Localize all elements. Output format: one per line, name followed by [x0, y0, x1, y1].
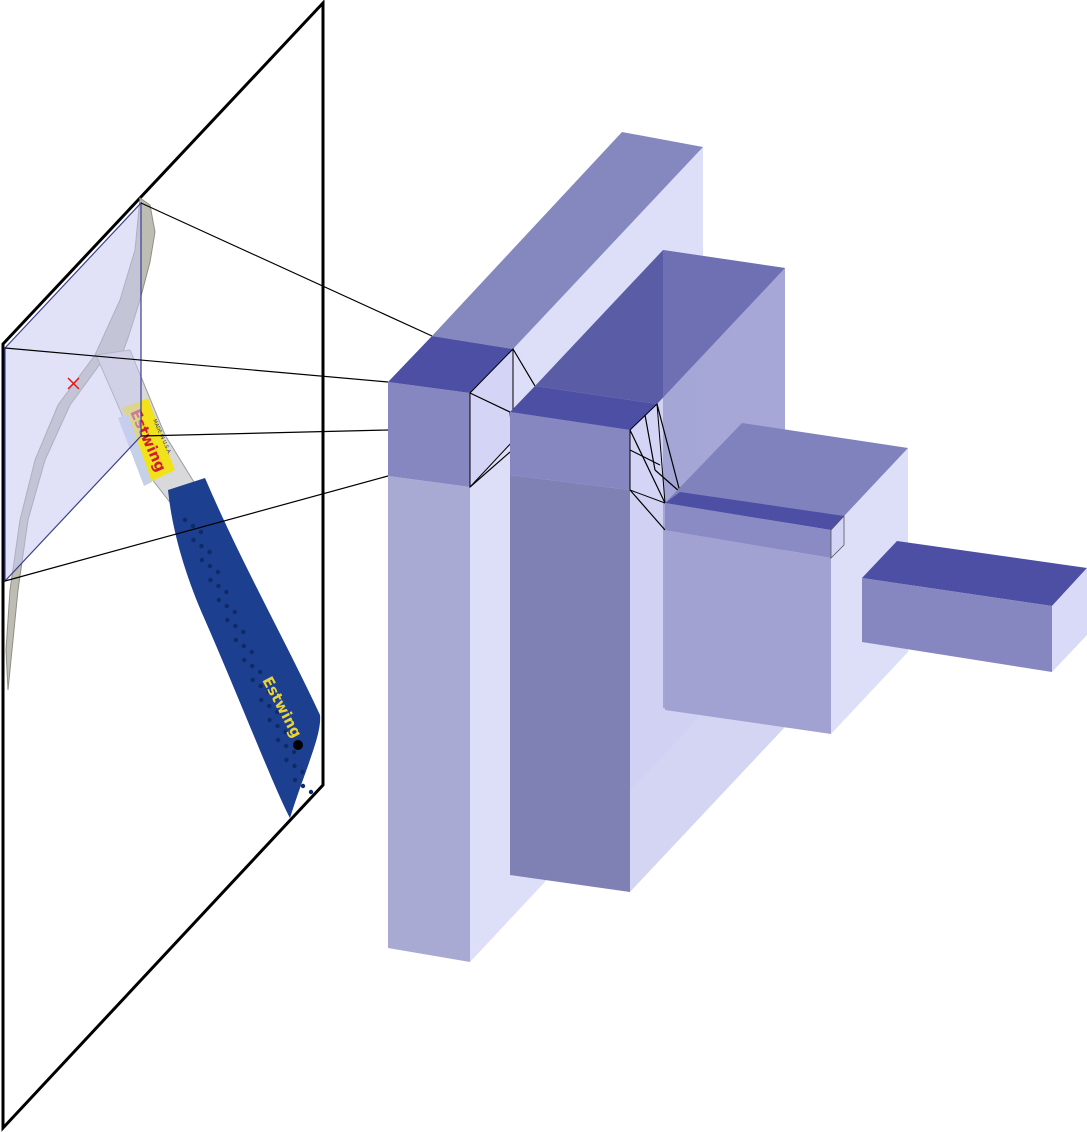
grip-dot — [291, 749, 297, 755]
grip-dot — [241, 629, 246, 635]
image-plane-outline — [1, 0, 325, 1132]
grip-dot — [275, 709, 280, 715]
hammer-grip-dots — [182, 517, 314, 795]
grip-dot — [275, 723, 280, 729]
input-image-plane: Estwing MADE IN U.S.A. Estwing — [1, 0, 325, 1132]
volume-3-slab-front — [665, 503, 831, 558]
grip-dot — [300, 769, 305, 775]
grip-dot — [199, 557, 205, 563]
grip-dot — [250, 663, 255, 669]
grip-dot — [215, 569, 221, 575]
grip-dot — [249, 649, 254, 655]
volume-3-slab-side — [830, 514, 845, 559]
grip-dot — [267, 717, 272, 723]
volume-1-top-front — [388, 336, 513, 393]
grip-dot — [258, 669, 263, 675]
volume-1-front-upper — [388, 382, 470, 487]
volume-2-top-front — [510, 386, 657, 430]
grip-dot — [207, 563, 213, 569]
dense-block-side — [1052, 568, 1087, 672]
grip-dot — [207, 549, 212, 555]
grip-dot — [199, 543, 204, 549]
grip-dot — [233, 637, 238, 643]
grip-dot — [308, 789, 314, 795]
dense-output-block — [862, 541, 1087, 672]
grip-dot — [250, 677, 255, 683]
grip-dot — [242, 657, 247, 663]
volume-2-front-lower — [510, 475, 630, 892]
grip-dot — [224, 603, 229, 609]
dense-block-front — [862, 578, 1052, 672]
volume-3-front — [665, 530, 831, 734]
grip-dot — [292, 763, 297, 769]
projection-lines-input — [4, 202, 433, 582]
grip-dot — [232, 609, 237, 615]
volume-1-top-back — [432, 132, 703, 349]
grip-dot — [275, 737, 281, 743]
grip-dot — [259, 697, 264, 703]
grip-dot — [283, 729, 288, 735]
grip-dot — [216, 583, 221, 589]
grip-dot — [292, 777, 298, 783]
grip-dot — [182, 517, 188, 523]
projection-lines-2-3 — [629, 403, 681, 531]
grip-dot — [225, 617, 230, 623]
grip-dot — [266, 689, 271, 695]
grip-dot — [208, 577, 213, 583]
grip-dot — [224, 589, 229, 595]
volume-1-front-lower — [388, 476, 470, 962]
grip-dot — [216, 597, 221, 603]
grip-dot — [198, 529, 204, 535]
grip-dot — [241, 643, 246, 649]
dense-block-top — [862, 541, 1087, 606]
grip-dot — [191, 537, 196, 543]
volume-2-front-upper — [510, 412, 630, 490]
grip-dot — [284, 757, 289, 763]
grip-dot — [190, 523, 196, 529]
hammer-lanyard-hole — [293, 740, 303, 750]
grip-dot — [267, 703, 272, 709]
grip-dot — [300, 783, 306, 789]
grip-dot — [283, 743, 289, 749]
volume-3-slab-top — [665, 492, 844, 530]
receptive-field-marker — [67, 377, 80, 390]
conv-volume-3 — [665, 423, 908, 734]
grip-dot — [258, 683, 263, 689]
grip-dot — [233, 623, 238, 629]
